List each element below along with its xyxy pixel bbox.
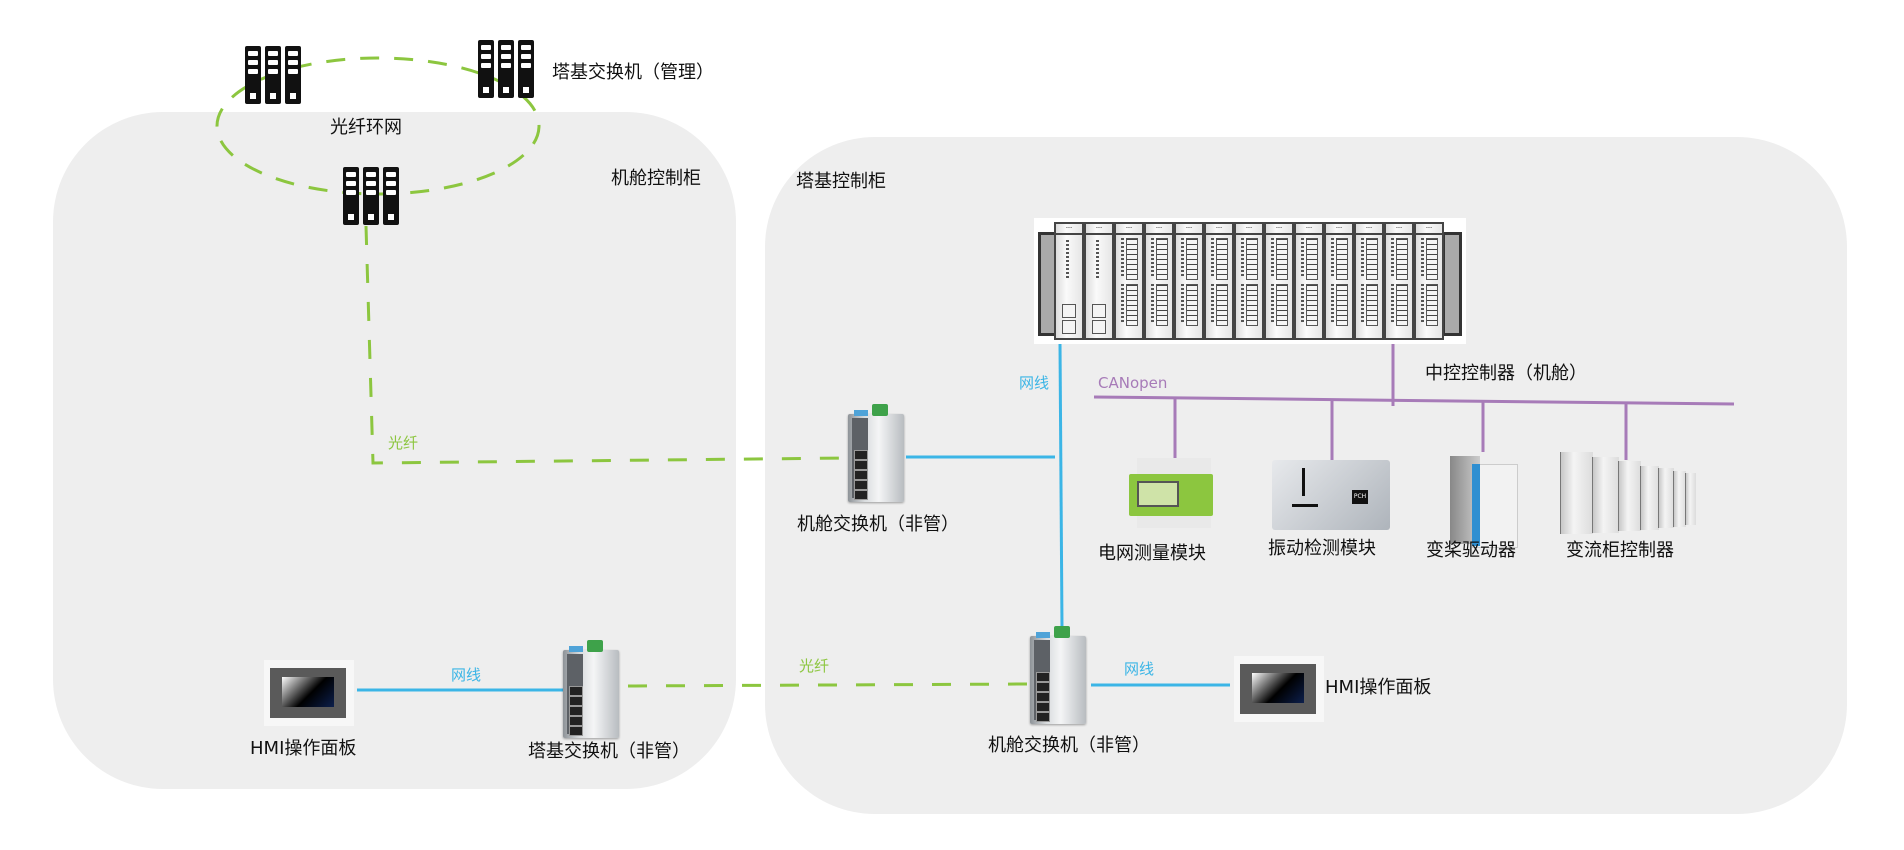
plc-io-module: --- (1354, 222, 1384, 340)
ring-switch-icon (245, 46, 301, 104)
converter-cabinet-unit (1673, 470, 1686, 527)
main-controller-label: 中控控制器（机舱） (1425, 363, 1587, 384)
plc-io-module: --- (1234, 222, 1264, 340)
converter-cabinet-unit (1592, 456, 1619, 533)
vibration-module-label: 振动检测模块 (1268, 538, 1376, 559)
nacelle-switch-bottom-label: 机舱交换机（非管） (988, 735, 1150, 756)
ethernet-label-left: 网线 (451, 666, 482, 684)
fiber-ring-label: 光纤环网 (330, 117, 402, 138)
hmi-left-label: HMI操作面板 (250, 738, 357, 759)
tower-unmanaged-switch[interactable] (563, 636, 621, 738)
converter-cabinet-device[interactable] (1560, 452, 1696, 534)
plc-io-module: --- (1384, 222, 1414, 340)
tower-managed-switch-label: 塔基交换机（管理） (552, 62, 714, 83)
plc-io-module: --- (1114, 222, 1144, 340)
grid-meter-device[interactable] (1127, 458, 1217, 528)
hmi-panel-right[interactable] (1234, 656, 1324, 722)
tower-cabinet-label: 塔基控制柜 (796, 171, 886, 192)
fiber-label-bottom: 光纤 (799, 657, 830, 675)
main-controller-plc[interactable]: --------------------------------------- (1034, 218, 1466, 344)
plc-io-module: --- (1174, 222, 1204, 340)
tower-managed-switch-icon (478, 40, 534, 98)
nacelle-cabinet-label: 机舱控制柜 (611, 168, 701, 189)
nacelle-ring-switch-icon (343, 167, 399, 225)
pitch-drive-device[interactable] (1450, 450, 1518, 548)
grid-meter-label: 电网测量模块 (1098, 543, 1206, 564)
plc-cpu-module: --- (1084, 222, 1114, 340)
plc-cpu-module: --- (1054, 222, 1084, 340)
plc-io-module: --- (1264, 222, 1294, 340)
pch-logo: PCH (1352, 490, 1368, 504)
hmi-panel-left[interactable] (264, 660, 354, 726)
ethernet-label-trunk: 网线 (1019, 374, 1050, 392)
hmi-right-label: HMI操作面板 (1325, 677, 1432, 698)
plc-io-module: --- (1414, 222, 1444, 340)
nacelle-switch-top[interactable] (848, 400, 906, 502)
nacelle-switch-top-label: 机舱交换机（非管） (797, 514, 959, 535)
plc-io-module: --- (1294, 222, 1324, 340)
pitch-drive-label: 变桨驱动器 (1426, 540, 1516, 561)
converter-cabinet-unit (1685, 473, 1696, 525)
canopen-label: CANopen (1098, 374, 1168, 392)
fiber-link-ring-to-nacelle-switch (364, 225, 849, 465)
fiber-label-vertical: 光纤 (388, 434, 419, 452)
canopen-bus (1093, 395, 1735, 406)
vibration-module-device[interactable]: PCH (1272, 460, 1390, 530)
plc-io-module: --- (1204, 222, 1234, 340)
converter-cabinet-unit (1640, 465, 1659, 530)
fiber-link-tower-to-nacelle-switch (627, 682, 1029, 688)
plc-io-module: --- (1324, 222, 1354, 340)
nacelle-switch-bottom[interactable] (1030, 622, 1088, 724)
ethernet-label-right: 网线 (1124, 660, 1155, 678)
converter-controller-label: 变流柜控制器 (1566, 540, 1674, 561)
converter-cabinet-unit (1658, 468, 1674, 528)
converter-cabinet-unit (1560, 452, 1593, 534)
plc-io-module: --- (1144, 222, 1174, 340)
converter-cabinet-unit (1618, 461, 1641, 531)
plc-rail-right (1442, 232, 1462, 336)
tower-unmanaged-switch-label: 塔基交换机（非管） (528, 741, 690, 762)
ethernet-trunk-vertical (1058, 343, 1064, 629)
